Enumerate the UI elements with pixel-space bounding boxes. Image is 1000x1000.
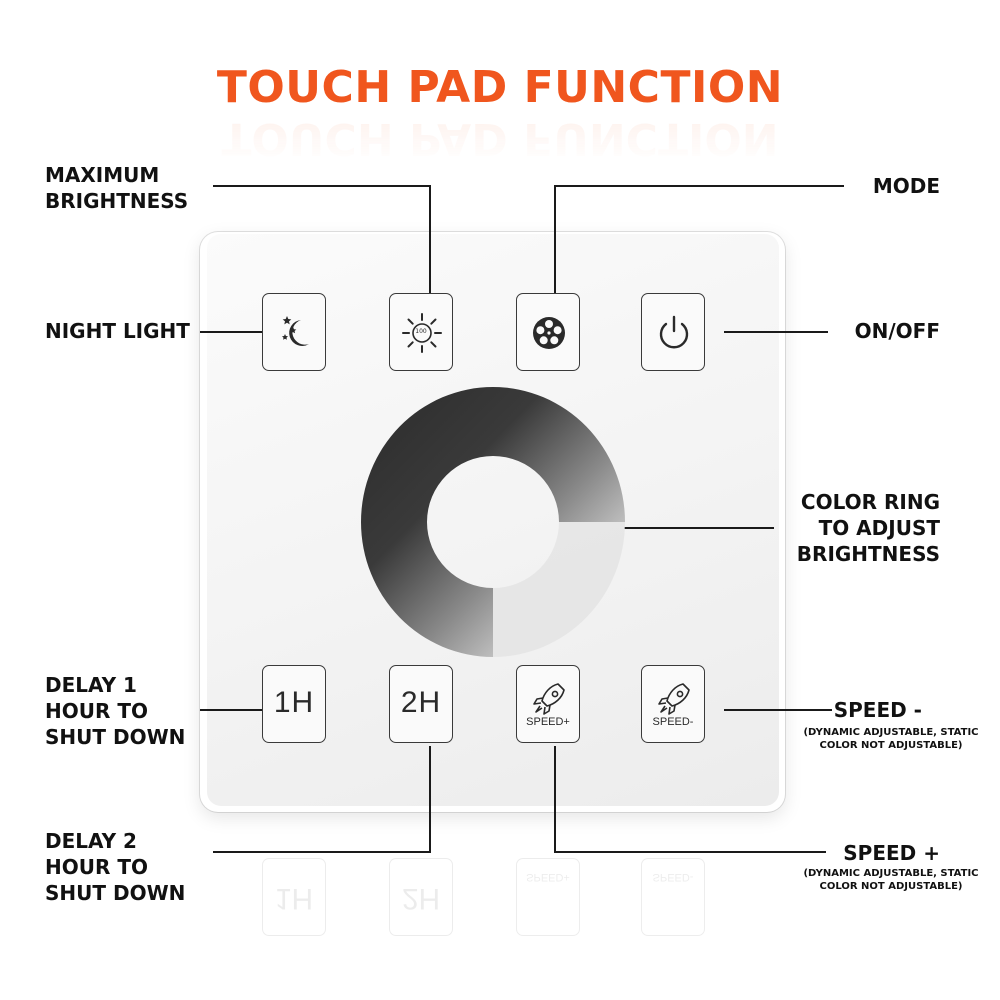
- reflection-2h: 2H: [389, 858, 453, 936]
- line-speed-plus-h: [554, 851, 826, 853]
- note-speed-minus: (DYNAMIC ADJUSTABLE, STATIC COLOR NOT AD…: [803, 727, 979, 751]
- line-delay2-h: [213, 851, 431, 853]
- speed-minus-button[interactable]: SPEED-: [641, 665, 705, 743]
- reflection-speed-plus: SPEED+: [516, 858, 580, 936]
- line-speed-plus-v: [554, 746, 556, 853]
- label-delay-2: DELAY 2 HOUR TO SHUT DOWN: [45, 829, 186, 905]
- line-max-brightness-v: [429, 185, 431, 295]
- rocket-icon: [658, 683, 690, 715]
- speed-plus-button[interactable]: SPEED+: [516, 665, 580, 743]
- page-title: TOUCH PAD FUNCTION: [216, 62, 784, 113]
- label-color-ring: COLOR RING TO ADJUST BRIGHTNESS: [796, 490, 940, 566]
- power-icon: [659, 315, 689, 349]
- speed-minus-label: SPEED-: [652, 716, 694, 728]
- label-mode: MODE: [872, 174, 940, 198]
- label-night-light: NIGHT LIGHT: [45, 319, 190, 343]
- rocket-icon: [533, 683, 565, 715]
- label-max-brightness: MAXIMUM BRIGHTNESS: [45, 163, 189, 213]
- brightness-value-label: 100: [415, 328, 427, 335]
- label-delay-1: DELAY 1 HOUR TO SHUT DOWN: [45, 673, 186, 749]
- line-speed-minus: [724, 709, 832, 711]
- moon-stars-icon: [282, 316, 309, 346]
- line-night-light: [200, 331, 262, 333]
- mode-button[interactable]: [516, 293, 580, 371]
- reflection-speed-minus: SPEED-: [641, 858, 705, 936]
- night-light-button[interactable]: [262, 293, 326, 371]
- film-reel-icon: [533, 317, 565, 349]
- delay-1h-button[interactable]: 1H: [262, 665, 326, 743]
- panel-reflection: 1H 2H SPEED+ SPEED-: [207, 848, 779, 958]
- line-color-ring: [624, 527, 774, 529]
- label-speed-plus: SPEED +: [843, 841, 940, 865]
- line-mode-h: [554, 185, 844, 187]
- label-on-off: ON/OFF: [854, 319, 940, 343]
- line-delay1: [200, 709, 262, 711]
- note-speed-plus: (DYNAMIC ADJUSTABLE, STATIC COLOR NOT AD…: [803, 868, 979, 892]
- line-mode-v: [554, 185, 556, 295]
- speed-plus-label: SPEED+: [526, 716, 570, 728]
- power-button[interactable]: [641, 293, 705, 371]
- delay-2h-label: 2H: [400, 686, 442, 719]
- line-max-brightness-h: [213, 185, 431, 187]
- color-ring-slider[interactable]: [361, 387, 625, 657]
- line-delay2-v: [429, 746, 431, 853]
- delay-1h-label: 1H: [273, 686, 315, 719]
- line-on-off: [724, 331, 828, 333]
- reflection-1h: 1H: [262, 858, 326, 936]
- label-speed-minus: SPEED -: [833, 698, 922, 722]
- delay-2h-button[interactable]: 2H: [389, 665, 453, 743]
- max-brightness-button[interactable]: 100: [389, 293, 453, 371]
- sun-icon: [402, 313, 442, 353]
- title-reflection: TOUCH PAD FUNCTION: [221, 113, 779, 164]
